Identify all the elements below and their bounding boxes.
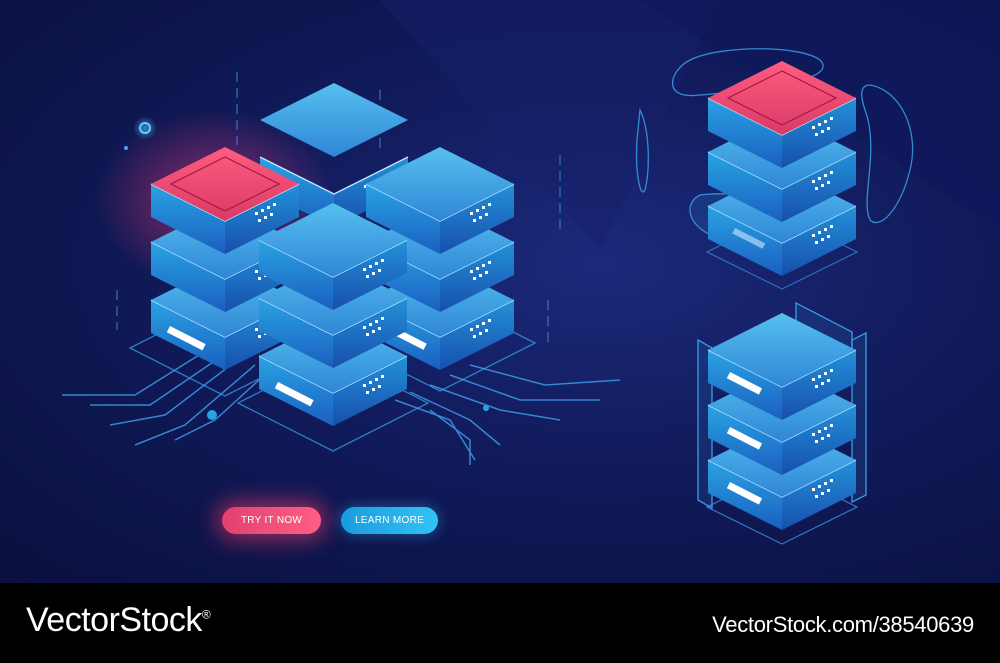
- brand-logo: VectorStock®: [26, 601, 211, 640]
- brand-name: VectorStock: [26, 601, 202, 639]
- hero-illustration: TRY IT NOW LEARN MORE: [0, 0, 1000, 583]
- registered-mark: ®: [201, 607, 211, 622]
- try-it-now-button[interactable]: TRY IT NOW: [222, 507, 321, 534]
- learn-more-button[interactable]: LEARN MORE: [341, 507, 438, 534]
- try-it-now-label: TRY IT NOW: [240, 515, 303, 526]
- isometric-servers-illustration: [62, 0, 1000, 545]
- stock-id: VectorStock.com/38540639: [712, 612, 974, 637]
- watermark-bar: VectorStock® VectorStock.com/38540639: [0, 583, 1000, 663]
- learn-more-label: LEARN MORE: [354, 515, 425, 526]
